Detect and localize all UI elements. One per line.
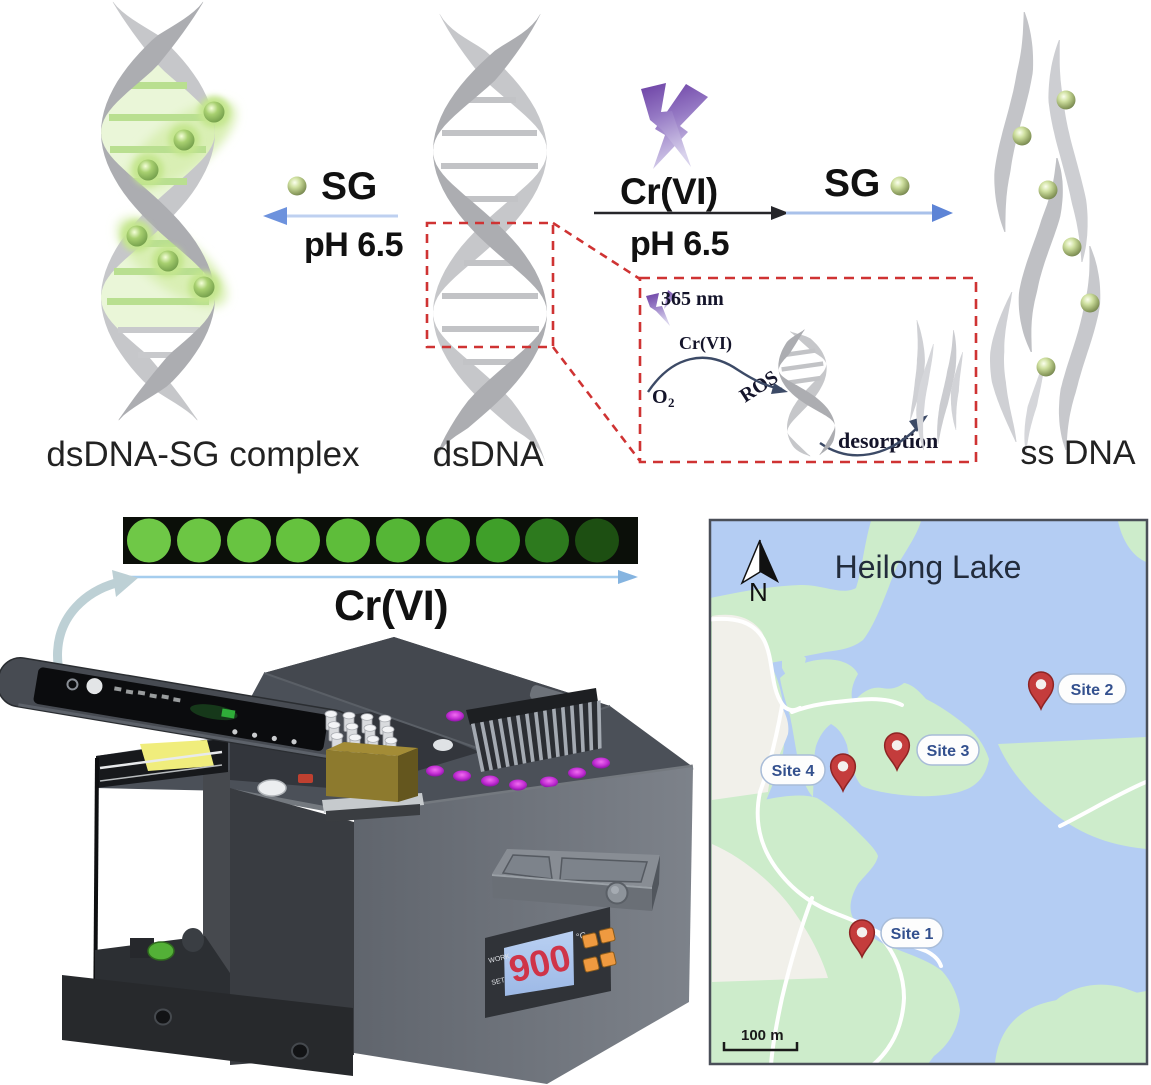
svg-text:365 nm: 365 nm	[661, 288, 724, 310]
svg-text:Cr(VI): Cr(VI)	[620, 171, 718, 212]
svg-text:2: 2	[668, 395, 675, 410]
svg-text:dsDNA-SG complex: dsDNA-SG complex	[46, 435, 360, 474]
svg-text:Heilong Lake: Heilong Lake	[835, 549, 1022, 585]
svg-text:pH 6.5: pH 6.5	[304, 226, 403, 264]
svg-text:O: O	[652, 386, 668, 408]
svg-text:SG: SG	[321, 165, 377, 208]
svg-text:Site 2: Site 2	[1071, 682, 1114, 699]
svg-text:ss DNA: ss DNA	[1020, 434, 1136, 472]
svg-text:Site 1: Site 1	[891, 926, 934, 943]
svg-text:SET: SET	[491, 977, 507, 987]
svg-text:dsDNA: dsDNA	[433, 435, 545, 474]
svg-text:100 m: 100 m	[741, 1027, 784, 1044]
svg-text:Cr(VI): Cr(VI)	[334, 582, 448, 630]
svg-text:Site 3: Site 3	[927, 743, 970, 760]
svg-text:SG: SG	[824, 162, 880, 205]
svg-text:pH 6.5: pH 6.5	[630, 225, 729, 263]
svg-text:WORK: WORK	[488, 953, 511, 965]
svg-text:Site 4: Site 4	[772, 763, 815, 780]
svg-text:Cr(VI): Cr(VI)	[679, 333, 732, 354]
svg-text:N: N	[749, 577, 768, 607]
